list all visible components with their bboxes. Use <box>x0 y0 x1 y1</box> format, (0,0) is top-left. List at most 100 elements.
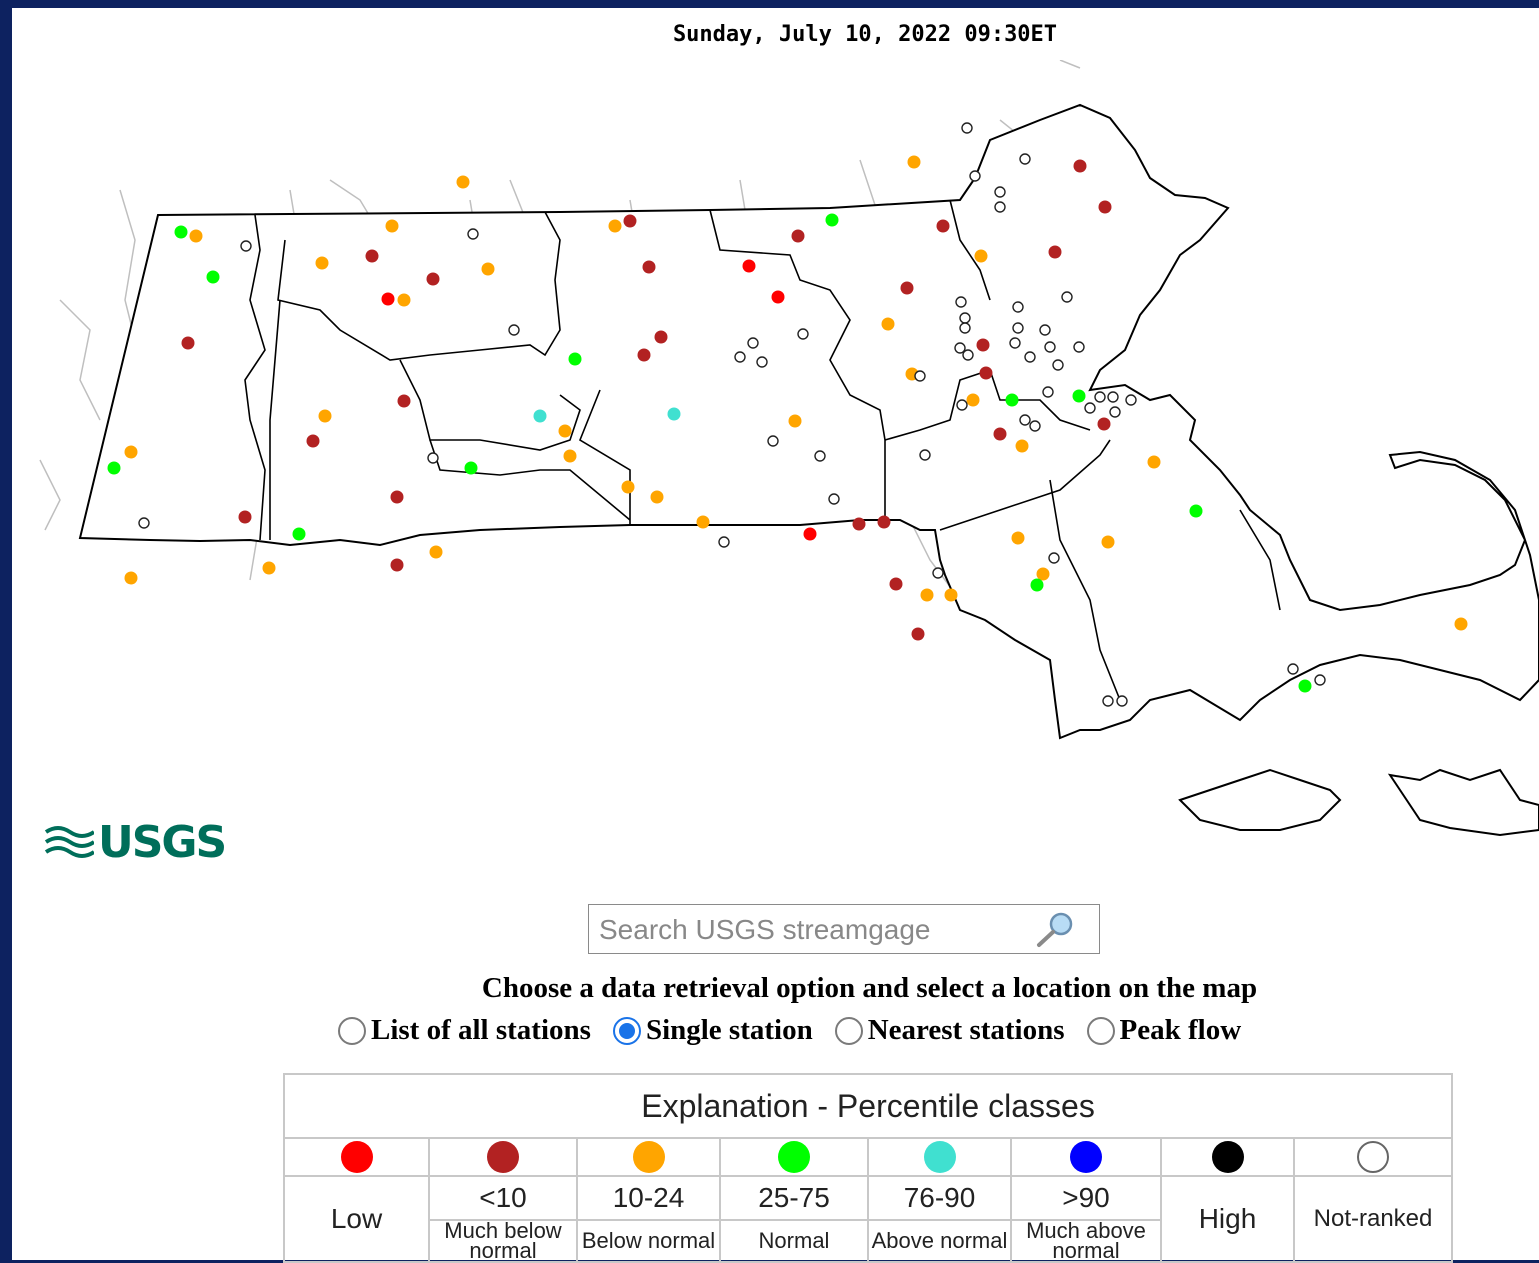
station-marker-much-below-normal[interactable] <box>365 249 379 263</box>
option-nearest-stations[interactable]: Nearest stations <box>834 1014 1065 1047</box>
station-marker-normal[interactable] <box>107 461 121 475</box>
usgs-logo[interactable]: USGS <box>44 817 227 868</box>
station-marker-below-normal[interactable] <box>318 409 332 423</box>
station-marker-below-normal[interactable] <box>907 155 921 169</box>
station-marker-below-normal[interactable] <box>1147 455 1161 469</box>
station-marker-not-ranked[interactable] <box>994 186 1006 198</box>
station-marker-not-ranked[interactable] <box>756 356 768 368</box>
station-marker-below-normal[interactable] <box>481 262 495 276</box>
station-marker-not-ranked[interactable] <box>1048 552 1060 564</box>
station-marker-much-below-normal[interactable] <box>900 281 914 295</box>
station-marker-not-ranked[interactable] <box>508 324 520 336</box>
station-marker-not-ranked[interactable] <box>1084 402 1096 414</box>
station-marker-much-below-normal[interactable] <box>390 558 404 572</box>
radio-single-station[interactable] <box>612 1016 641 1045</box>
station-marker-much-below-normal[interactable] <box>979 366 993 380</box>
station-marker-normal[interactable] <box>292 527 306 541</box>
station-marker-not-ranked[interactable] <box>1314 674 1326 686</box>
station-markers[interactable] <box>107 122 1468 707</box>
station-marker-not-ranked[interactable] <box>959 322 971 334</box>
station-marker-much-below-normal[interactable] <box>1097 417 1111 431</box>
station-marker-below-normal[interactable] <box>944 588 958 602</box>
station-marker-much-below-normal[interactable] <box>852 517 866 531</box>
station-marker-normal[interactable] <box>1298 679 1312 693</box>
station-marker-not-ranked[interactable] <box>718 536 730 548</box>
station-marker-not-ranked[interactable] <box>1287 663 1299 675</box>
massachusetts-map[interactable] <box>12 60 1539 860</box>
station-marker-normal[interactable] <box>1189 504 1203 518</box>
station-marker-not-ranked[interactable] <box>956 399 968 411</box>
station-marker-below-normal[interactable] <box>1036 567 1050 581</box>
station-marker-not-ranked[interactable] <box>1012 301 1024 313</box>
station-marker-below-normal[interactable] <box>608 219 622 233</box>
station-marker-below-normal[interactable] <box>1454 617 1468 631</box>
station-marker-not-ranked[interactable] <box>959 312 971 324</box>
station-marker-not-ranked[interactable] <box>814 450 826 462</box>
station-marker-normal[interactable] <box>1072 389 1086 403</box>
station-marker-much-below-normal[interactable] <box>1098 200 1112 214</box>
option-list-all[interactable]: List of all stations <box>338 1014 591 1047</box>
station-marker-much-below-normal[interactable] <box>306 434 320 448</box>
station-marker-not-ranked[interactable] <box>138 517 150 529</box>
search-input[interactable] <box>597 911 1021 949</box>
station-marker-below-normal[interactable] <box>974 249 988 263</box>
station-marker-much-below-normal[interactable] <box>976 338 990 352</box>
station-marker-not-ranked[interactable] <box>954 342 966 354</box>
station-marker-much-below-normal[interactable] <box>623 214 637 228</box>
station-marker-below-normal[interactable] <box>315 256 329 270</box>
station-marker-not-ranked[interactable] <box>1116 695 1128 707</box>
station-marker-low[interactable] <box>742 259 756 273</box>
station-marker-not-ranked[interactable] <box>797 328 809 340</box>
station-marker-not-ranked[interactable] <box>1044 341 1056 353</box>
station-marker-below-normal[interactable] <box>1101 535 1115 549</box>
station-marker-normal[interactable] <box>1005 393 1019 407</box>
station-marker-much-below-normal[interactable] <box>637 348 651 362</box>
station-marker-above-normal[interactable] <box>667 407 681 421</box>
station-marker-not-ranked[interactable] <box>932 567 944 579</box>
station-marker-much-below-normal[interactable] <box>791 229 805 243</box>
station-marker-much-below-normal[interactable] <box>654 330 668 344</box>
station-marker-below-normal[interactable] <box>397 293 411 307</box>
station-marker-not-ranked[interactable] <box>467 228 479 240</box>
station-marker-below-normal[interactable] <box>563 449 577 463</box>
station-marker-below-normal[interactable] <box>920 588 934 602</box>
station-marker-below-normal[interactable] <box>429 545 443 559</box>
station-marker-not-ranked[interactable] <box>919 449 931 461</box>
station-marker-much-below-normal[interactable] <box>911 627 925 641</box>
station-marker-below-normal[interactable] <box>696 515 710 529</box>
station-marker-not-ranked[interactable] <box>994 201 1006 213</box>
station-marker-low[interactable] <box>771 290 785 304</box>
station-marker-below-normal[interactable] <box>966 393 980 407</box>
station-marker-much-below-normal[interactable] <box>993 427 1007 441</box>
station-marker-normal[interactable] <box>1030 578 1044 592</box>
station-marker-not-ranked[interactable] <box>1019 153 1031 165</box>
station-marker-normal[interactable] <box>825 213 839 227</box>
station-marker-not-ranked[interactable] <box>1042 386 1054 398</box>
station-marker-below-normal[interactable] <box>621 480 635 494</box>
station-marker-not-ranked[interactable] <box>1052 359 1064 371</box>
station-marker-above-normal[interactable] <box>533 409 547 423</box>
station-marker-not-ranked[interactable] <box>1009 337 1021 349</box>
station-marker-below-normal[interactable] <box>788 414 802 428</box>
station-marker-below-normal[interactable] <box>1011 531 1025 545</box>
station-marker-below-normal[interactable] <box>881 317 895 331</box>
streamgage-search[interactable] <box>588 904 1100 954</box>
station-marker-not-ranked[interactable] <box>1012 322 1024 334</box>
station-marker-below-normal[interactable] <box>650 490 664 504</box>
station-marker-not-ranked[interactable] <box>1109 406 1121 418</box>
station-marker-not-ranked[interactable] <box>962 349 974 361</box>
station-marker-not-ranked[interactable] <box>240 240 252 252</box>
station-marker-much-below-normal[interactable] <box>181 336 195 350</box>
station-marker-not-ranked[interactable] <box>1024 351 1036 363</box>
station-marker-much-below-normal[interactable] <box>877 515 891 529</box>
magnifier-icon[interactable] <box>1033 911 1077 949</box>
station-marker-not-ranked[interactable] <box>1102 695 1114 707</box>
station-marker-below-normal[interactable] <box>456 175 470 189</box>
station-marker-not-ranked[interactable] <box>767 435 779 447</box>
station-marker-low[interactable] <box>381 292 395 306</box>
station-marker-below-normal[interactable] <box>262 561 276 575</box>
station-marker-below-normal[interactable] <box>124 445 138 459</box>
station-marker-much-below-normal[interactable] <box>936 219 950 233</box>
station-marker-not-ranked[interactable] <box>1029 420 1041 432</box>
station-marker-much-below-normal[interactable] <box>397 394 411 408</box>
